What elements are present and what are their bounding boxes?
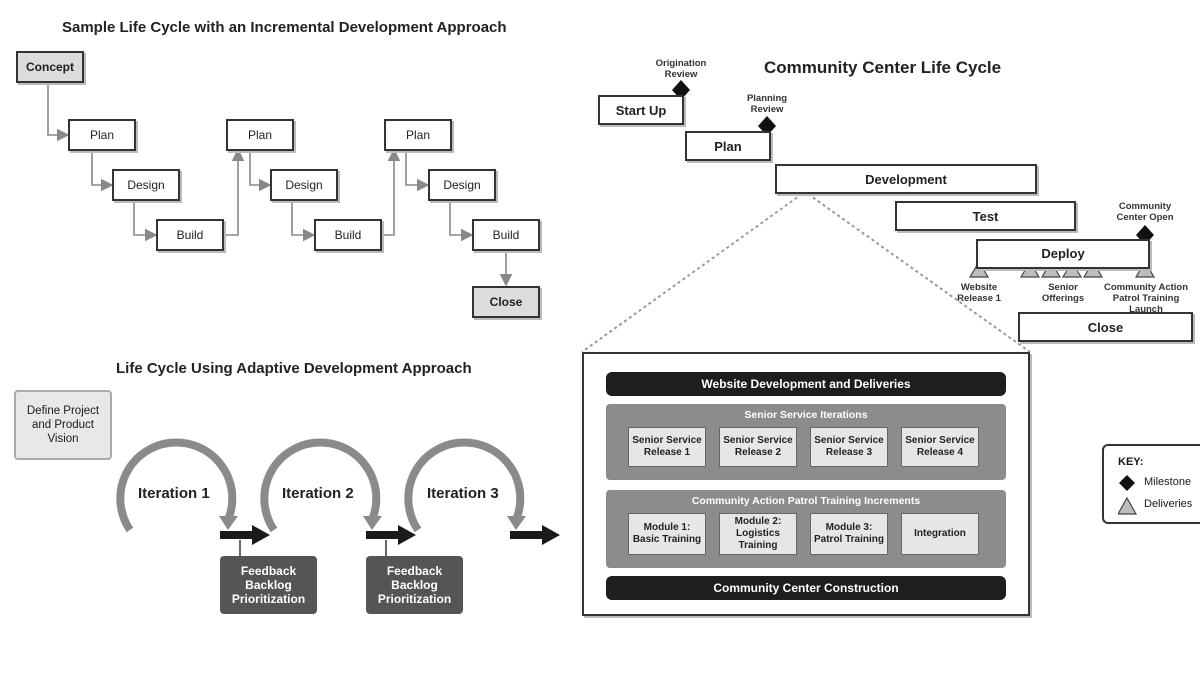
adaptive-title: Life Cycle Using Adaptive Development Ap…: [116, 360, 472, 377]
build-box-2: Build: [314, 219, 382, 251]
website-dev-bar: Website Development and Deliveries: [606, 372, 1006, 396]
feedback-box-1: Feedback Backlog Prioritization: [220, 556, 317, 614]
patrol-training-group-title: Community Action Patrol Training Increme…: [691, 495, 921, 507]
module-3: Module 3: Patrol Training: [810, 513, 888, 555]
build-box-1: Build: [156, 219, 224, 251]
product-vision-box: Define Project and Product Vision: [14, 390, 112, 460]
close-box: Close: [472, 286, 540, 318]
iteration-1-label: Iteration 1: [138, 485, 210, 502]
plan-box-2: Plan: [226, 119, 294, 151]
design-box-1: Design: [112, 169, 180, 201]
feedback-box-2: Feedback Backlog Prioritization: [366, 556, 463, 614]
center-open-label: Community Center Open: [1116, 201, 1174, 223]
key-symbols: [1118, 475, 1138, 515]
incremental-title: Sample Life Cycle with an Incremental De…: [62, 19, 507, 36]
senior-release-1: Senior Service Release 1: [628, 427, 706, 467]
iteration-2-label: Iteration 2: [282, 485, 354, 502]
senior-release-2: Senior Service Release 2: [719, 427, 797, 467]
senior-release-3: Senior Service Release 3: [810, 427, 888, 467]
iteration-3-label: Iteration 3: [427, 485, 499, 502]
website-release-label: Website Release 1: [957, 282, 1001, 304]
module-1: Module 1: Basic Training: [628, 513, 706, 555]
key-deliveries-label: Deliveries: [1144, 498, 1193, 510]
senior-release-4: Senior Service Release 4: [901, 427, 979, 467]
design-box-3: Design: [428, 169, 496, 201]
phase-plan: Plan: [685, 131, 771, 161]
senior-service-group: Senior Service Iterations Senior Service…: [606, 404, 1006, 480]
phase-development: Development: [775, 164, 1037, 194]
phase-start-up: Start Up: [598, 95, 684, 125]
integration-cell: Integration: [901, 513, 979, 555]
construction-bar: Community Center Construction: [606, 576, 1006, 600]
key-milestone-label: Milestone: [1144, 476, 1192, 488]
plan-box-1: Plan: [68, 119, 136, 151]
build-box-3: Build: [472, 219, 540, 251]
module-2: Module 2: Logistics Training: [719, 513, 797, 555]
legend-key: KEY: Milestone Deliveries: [1102, 444, 1200, 524]
delivery-icon: [1118, 496, 1138, 515]
patrol-launch-label: Community Action Patrol Training Launch: [1103, 282, 1189, 315]
plan-box-3: Plan: [384, 119, 452, 151]
concept-box: Concept: [16, 51, 84, 83]
senior-offerings-label: Senior Offerings: [1041, 282, 1085, 304]
origination-review-label: Origination Review: [655, 58, 707, 80]
planning-review-label: Planning Review: [746, 93, 788, 115]
phase-test: Test: [895, 201, 1076, 231]
community-title: Community Center Life Cycle: [764, 58, 1002, 77]
development-detail-panel: Website Development and Deliveries Senio…: [582, 352, 1030, 616]
key-title: KEY:: [1118, 456, 1144, 468]
phase-deploy: Deploy: [976, 239, 1150, 269]
milestone-icon: [1119, 475, 1135, 491]
design-box-2: Design: [270, 169, 338, 201]
senior-service-group-title: Senior Service Iterations: [744, 409, 868, 421]
phase-close: Close: [1018, 312, 1193, 342]
patrol-training-group: Community Action Patrol Training Increme…: [606, 490, 1006, 568]
